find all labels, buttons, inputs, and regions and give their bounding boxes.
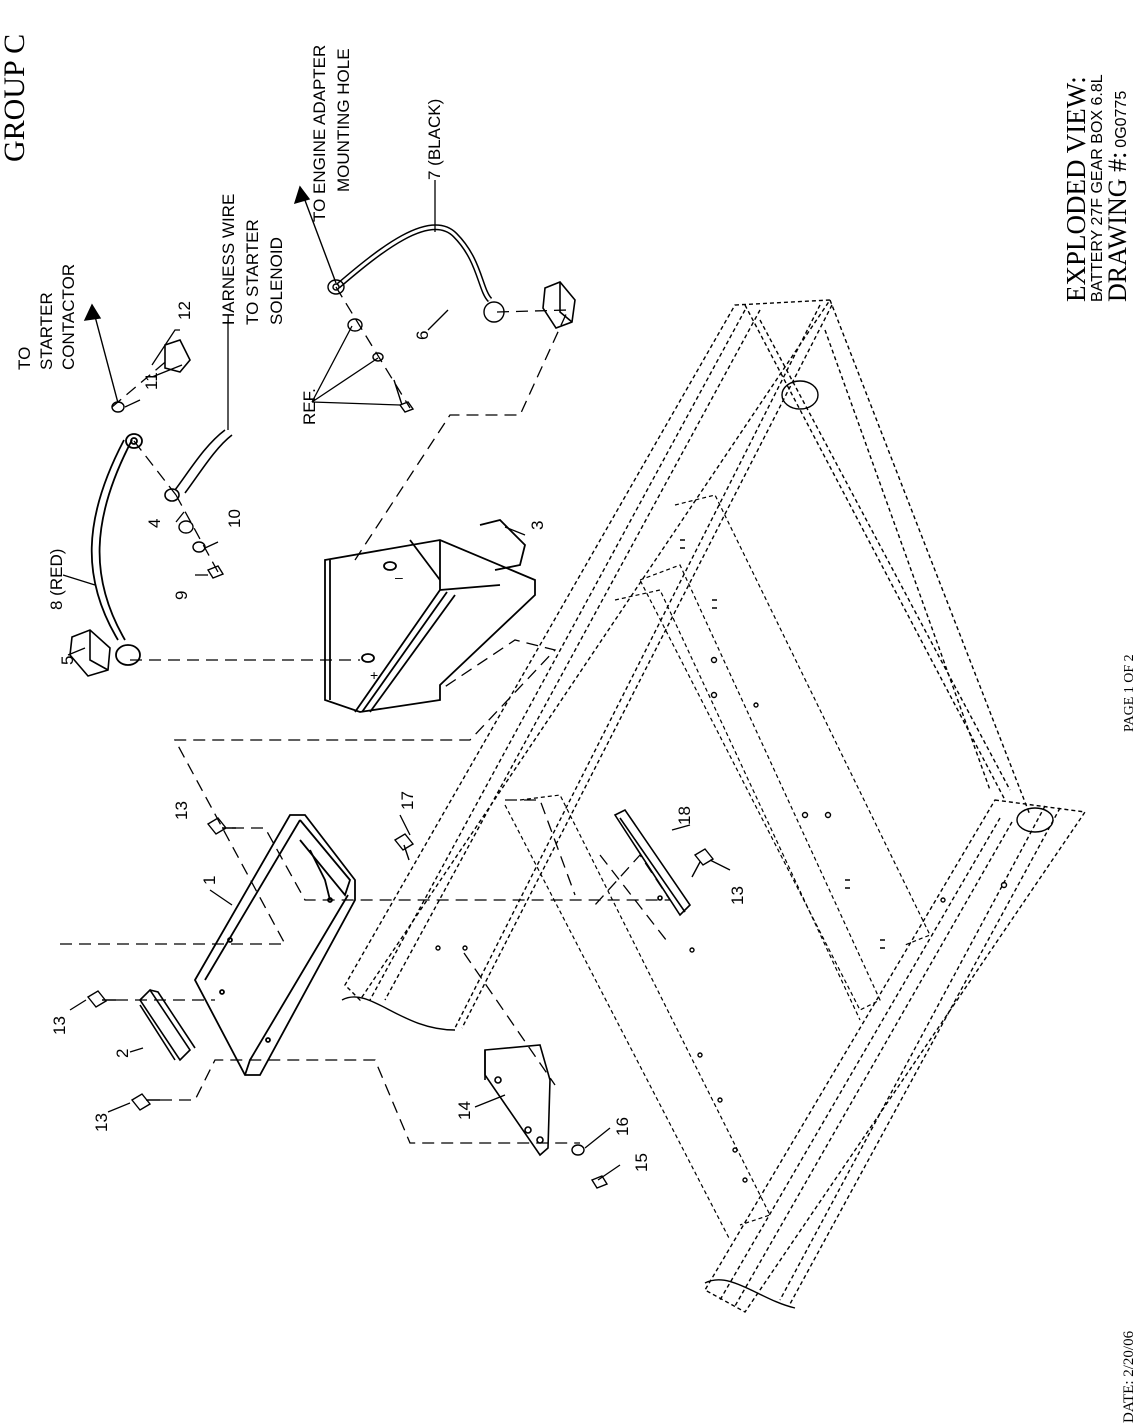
frame-floor-panels xyxy=(504,494,931,1241)
frame-mounting-holes xyxy=(435,380,1054,1183)
arrow-head-engine xyxy=(293,185,311,205)
part-number-13-right: 13 xyxy=(728,886,747,905)
terminal-cover-positive xyxy=(69,629,111,677)
label-to-starter: TO STARTER xyxy=(243,219,262,325)
part-number-12: 12 xyxy=(175,301,194,320)
part-number-13-bottom: 13 xyxy=(92,1113,111,1132)
label-ref: REF. xyxy=(300,388,319,425)
support-bracket xyxy=(484,1044,551,1157)
frame-rail-upper xyxy=(344,299,833,1029)
frame-break-line-2 xyxy=(704,1279,796,1309)
red-cable xyxy=(90,433,143,666)
arrow-head-starter xyxy=(83,303,102,321)
terminal-boot xyxy=(164,339,191,373)
part-number-17: 17 xyxy=(398,791,417,810)
drawing-number-label: DRAWING #: xyxy=(1103,151,1132,302)
battery xyxy=(324,519,536,713)
label-to: TO xyxy=(15,347,34,370)
label-to-engine-adapter: TO ENGINE ADAPTER xyxy=(310,45,329,222)
part-number-4: 4 xyxy=(145,519,164,528)
label-contactor: CONTACTOR xyxy=(59,264,78,370)
direction-arrows xyxy=(83,185,337,404)
label-black-cable: 7 (BLACK) xyxy=(425,99,444,180)
leader-lines xyxy=(62,180,731,1181)
part-number-3: 3 xyxy=(528,521,547,530)
title-drawing-number: DRAWING #: 0G0775 xyxy=(1103,90,1132,302)
part-number-16: 16 xyxy=(613,1117,632,1136)
battery-tray xyxy=(193,814,356,1076)
black-cable xyxy=(327,224,505,323)
part-number-13-top: 13 xyxy=(172,801,191,820)
page-number: PAGE 1 OF 2 xyxy=(1122,654,1137,732)
part-number-6: 6 xyxy=(413,331,432,340)
part-number-11: 11 xyxy=(142,372,161,390)
label-harness-wire: HARNESS WIRE xyxy=(219,194,238,325)
drawing-number-value: 0G0775 xyxy=(1113,90,1130,148)
part-number-15: 15 xyxy=(632,1153,651,1172)
frame-rail-lower xyxy=(704,799,1087,1313)
part-number-14: 14 xyxy=(455,1101,474,1120)
part-number-13-left: 13 xyxy=(50,1016,69,1035)
terminal-cover-negative xyxy=(542,281,576,329)
title-exploded-view: EXPLODED VIEW: xyxy=(1061,76,1091,302)
part-number-1: 1 xyxy=(200,876,219,885)
part-number-10: 10 xyxy=(225,509,244,528)
assembly-lines xyxy=(60,286,672,1144)
label-starter: STARTER xyxy=(37,292,56,370)
label-red-cable: 8 (RED) xyxy=(47,549,66,610)
part-number-5: 5 xyxy=(58,656,77,665)
part-number-18: 18 xyxy=(675,806,694,825)
battery-terminal-minus: – xyxy=(395,569,403,585)
date-label: DATE: 2/20/06 xyxy=(1121,1330,1137,1423)
frame-break-line-1 xyxy=(341,996,456,1031)
frame-crossmember-back xyxy=(744,299,1031,816)
label-mounting-hole: MOUNTING HOLE xyxy=(334,48,353,192)
group-label: GROUP C xyxy=(0,33,31,162)
battery-terminal-plus: + xyxy=(370,667,378,683)
label-solenoid: SOLENOID xyxy=(267,237,286,325)
part-number-2: 2 xyxy=(113,1049,132,1058)
hardware xyxy=(86,318,715,1189)
hold-down-bracket xyxy=(138,988,196,1062)
harness-wire xyxy=(164,429,233,502)
part-number-9: 9 xyxy=(172,591,191,600)
